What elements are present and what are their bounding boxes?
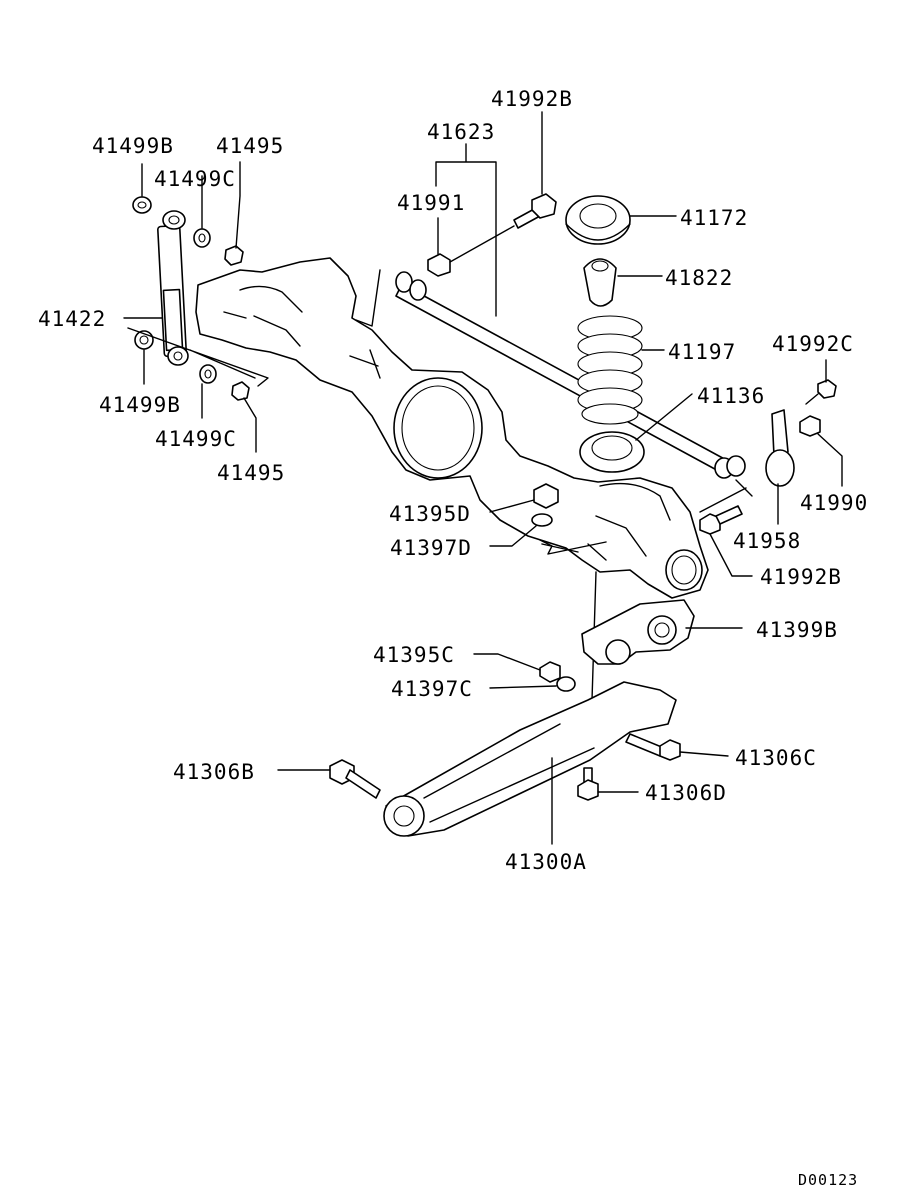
shock-absorber[interactable]	[157, 210, 189, 366]
label-41172: 41172	[680, 206, 748, 230]
label-41395C: 41395C	[373, 643, 455, 667]
bolt-41992B-top[interactable]	[513, 193, 557, 229]
washer-41397C[interactable]	[556, 676, 576, 692]
label-41992B-top: 41992B	[491, 87, 573, 111]
rod-mount-lines	[355, 269, 753, 513]
bracket-41958[interactable]	[765, 409, 795, 487]
leader-lines	[123, 111, 843, 845]
label-41822: 41822	[665, 266, 733, 290]
label-41197: 41197	[668, 340, 736, 364]
trailing-arm-41300A[interactable]	[383, 681, 677, 837]
label-41623: 41623	[427, 120, 495, 144]
nut-bottom[interactable]	[231, 381, 250, 401]
diagram-code: D00123	[798, 1171, 858, 1187]
bolt-41306D[interactable]	[577, 767, 599, 801]
rear-axle-housing[interactable]	[195, 257, 709, 599]
arm-bracket-41399B[interactable]	[581, 599, 695, 665]
nut-41395D[interactable]	[533, 483, 559, 509]
bolt-axis-line	[449, 225, 515, 263]
bolt-41992C[interactable]	[805, 379, 837, 405]
nut-41991[interactable]	[427, 253, 451, 277]
washer-bottom[interactable]	[199, 364, 217, 384]
label-41499B-bottom: 41499B	[99, 393, 181, 417]
coil-spring-41197[interactable]	[577, 315, 643, 425]
bolt-41306C[interactable]	[625, 733, 681, 761]
label-41499B-top: 41499B	[92, 134, 174, 158]
label-41499C-bottom: 41499C	[155, 427, 237, 451]
label-41397C: 41397C	[391, 677, 473, 701]
label-41306D: 41306D	[645, 781, 727, 805]
label-41499C-top: 41499C	[154, 167, 236, 191]
label-41495-bottom: 41495	[217, 461, 285, 485]
label-41306B: 41306B	[173, 760, 255, 784]
label-41300A: 41300A	[505, 850, 587, 874]
bushing-top-left[interactable]	[132, 196, 152, 214]
nut-41395C[interactable]	[539, 661, 561, 683]
label-41958: 41958	[733, 529, 801, 553]
label-41306C: 41306C	[735, 746, 817, 770]
lateral-rod[interactable]	[395, 271, 746, 479]
label-41992C: 41992C	[772, 332, 854, 356]
label-41422: 41422	[38, 307, 106, 331]
label-41395D: 41395D	[389, 502, 471, 526]
label-41495-top: 41495	[216, 134, 284, 158]
washer-41397D[interactable]	[531, 513, 553, 527]
bolt-41306B[interactable]	[329, 759, 381, 799]
shock-mount-lines	[127, 327, 269, 387]
label-41136: 41136	[697, 384, 765, 408]
label-41992B-bottom: 41992B	[760, 565, 842, 589]
spring-lower-seat-41136[interactable]	[579, 431, 645, 473]
spring-upper-seat-41172[interactable]	[565, 195, 631, 245]
label-41991: 41991	[397, 191, 465, 215]
label-41399B: 41399B	[756, 618, 838, 642]
bump-stop-41822[interactable]	[583, 258, 617, 307]
washer-top[interactable]	[193, 228, 211, 248]
nut-41990[interactable]	[799, 415, 821, 437]
bolt-41992B-bottom[interactable]	[699, 505, 743, 535]
label-41397D: 41397D	[390, 536, 472, 560]
label-41990: 41990	[800, 491, 868, 515]
nut-top[interactable]	[224, 245, 244, 266]
